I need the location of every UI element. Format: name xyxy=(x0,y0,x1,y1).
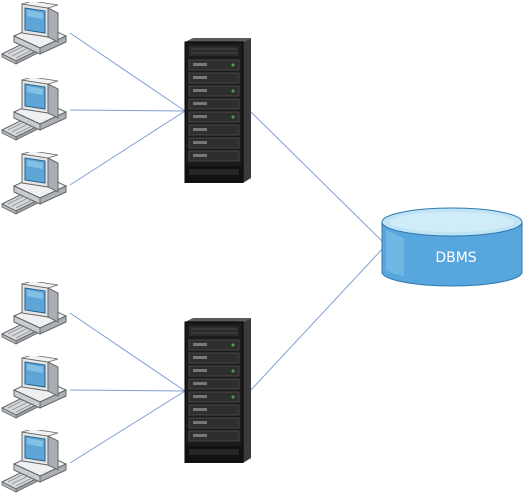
computer-icon[interactable] xyxy=(1,77,67,141)
link-client-2-server-1 xyxy=(69,109,186,112)
client-group-bottom xyxy=(1,281,67,493)
link-client-4-server-2 xyxy=(69,312,186,392)
computer-icon[interactable] xyxy=(1,151,67,215)
link-server-2-dbms xyxy=(249,244,387,392)
link-client-6-server-2 xyxy=(69,390,186,464)
database-label: DBMS xyxy=(435,250,476,266)
database-icon[interactable]: DBMS xyxy=(381,207,523,287)
server-tower-icon[interactable] xyxy=(184,38,252,183)
server-tower-icon[interactable] xyxy=(184,318,252,463)
link-client-5-server-2 xyxy=(69,389,186,392)
computer-icon[interactable] xyxy=(1,429,67,493)
link-client-3-server-1 xyxy=(69,110,186,186)
connection-lines xyxy=(69,32,387,464)
computer-icon[interactable] xyxy=(1,355,67,419)
link-client-1-server-1 xyxy=(69,32,186,112)
computer-icon[interactable] xyxy=(1,281,67,345)
link-server-1-dbms xyxy=(249,110,387,246)
client-group-top xyxy=(1,1,67,215)
computer-icon[interactable] xyxy=(1,1,67,65)
